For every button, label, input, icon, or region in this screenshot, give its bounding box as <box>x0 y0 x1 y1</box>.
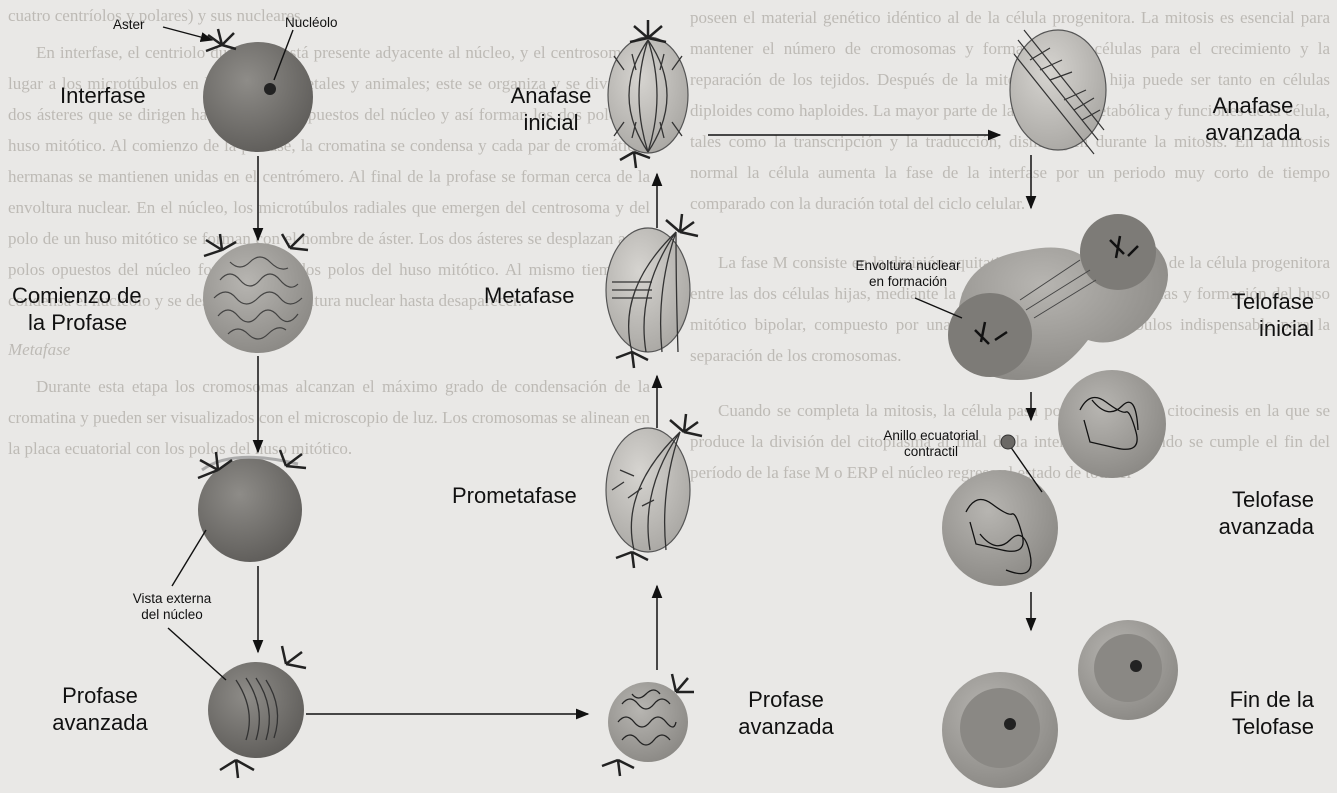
cell-metafase <box>606 214 698 368</box>
cell-interfase <box>203 29 313 152</box>
pointer-vista-externa-2 <box>168 628 226 680</box>
label-prometafase-text: Prometafase <box>452 483 577 508</box>
label-anafase-inicial-line1: Anafase <box>496 82 606 109</box>
annotation-envoltura-line1: Envoltura nuclear <box>838 258 978 274</box>
label-profase-avanzada-mid: Profase avanzada <box>726 686 846 740</box>
label-profase-avanzada-mid-line1: Profase <box>726 686 846 713</box>
cell-profase-avanzada-mid <box>602 674 694 776</box>
cell-profase-temprana <box>198 450 306 562</box>
annotation-aster: Aster <box>113 17 145 33</box>
cell-profase-avanzada-left <box>208 646 306 778</box>
annotation-nucleolo-text: Nucléolo <box>285 15 338 30</box>
annotation-anillo: Anillo ecuatorial contractil <box>866 428 996 460</box>
label-profase-avanzada-left-line2: avanzada <box>40 709 160 736</box>
label-telofase-inicial-line1: Telofase <box>1190 288 1314 315</box>
label-fin-telofase: Fin de la Telofase <box>1190 686 1314 740</box>
annotation-envoltura-line2: en formación <box>838 274 978 290</box>
label-profase-avanzada-mid-line2: avanzada <box>726 713 846 740</box>
label-anafase-avanzada: Anafase avanzada <box>1188 92 1318 146</box>
label-anafase-inicial-line2: inicial <box>496 109 606 136</box>
annotation-vista-externa: Vista externa del núcleo <box>112 591 232 623</box>
label-comienzo-profase: Comienzo de la Profase <box>12 282 142 336</box>
label-prometafase: Prometafase <box>452 482 577 509</box>
cell-telofase-inicial <box>948 214 1168 380</box>
annotation-anillo-line1: Anillo ecuatorial <box>866 428 996 444</box>
annotation-vista-externa-line1: Vista externa <box>112 591 232 607</box>
cell-anafase-avanzada <box>1010 30 1106 154</box>
label-anafase-inicial: Anafase inicial <box>496 82 606 136</box>
flow-arrows <box>258 135 1031 714</box>
label-fin-telofase-line2: Telofase <box>1190 713 1314 740</box>
label-fin-telofase-line1: Fin de la <box>1190 686 1314 713</box>
pointer-vista-externa-1 <box>172 530 206 586</box>
label-telofase-inicial-line2: inicial <box>1190 315 1314 342</box>
pointer-aster <box>163 27 212 40</box>
label-metafase: Metafase <box>484 282 575 309</box>
label-interfase-text: Interfase <box>60 83 146 108</box>
cell-prometafase <box>606 414 702 568</box>
label-interfase: Interfase <box>60 82 146 109</box>
anillo-ring-marker <box>1001 435 1015 449</box>
label-profase-avanzada-left: Profase avanzada <box>40 682 160 736</box>
label-comienzo-profase-line2: la Profase <box>12 309 142 336</box>
label-telofase-avanzada-line1: Telofase <box>1190 486 1314 513</box>
cell-fin-telofase <box>942 620 1178 788</box>
annotation-nucleolo: Nucléolo <box>285 15 338 31</box>
label-profase-avanzada-left-line1: Profase <box>40 682 160 709</box>
label-anafase-avanzada-line2: avanzada <box>1188 119 1318 146</box>
cell-anafase-inicial <box>608 20 688 168</box>
annotation-envoltura: Envoltura nuclear en formación <box>838 258 978 290</box>
label-metafase-text: Metafase <box>484 283 575 308</box>
annotation-vista-externa-line2: del núcleo <box>112 607 232 623</box>
label-telofase-inicial: Telofase inicial <box>1190 288 1314 342</box>
annotation-aster-text: Aster <box>113 17 145 32</box>
label-anafase-avanzada-line1: Anafase <box>1188 92 1318 119</box>
label-comienzo-profase-line1: Comienzo de <box>12 282 142 309</box>
pointer-envoltura <box>915 298 962 318</box>
label-telofase-avanzada: Telofase avanzada <box>1190 486 1314 540</box>
annotation-anillo-line2: contractil <box>866 444 996 460</box>
label-telofase-avanzada-line2: avanzada <box>1190 513 1314 540</box>
cell-comienzo-profase <box>203 234 313 353</box>
cell-telofase-avanzada <box>942 370 1166 586</box>
